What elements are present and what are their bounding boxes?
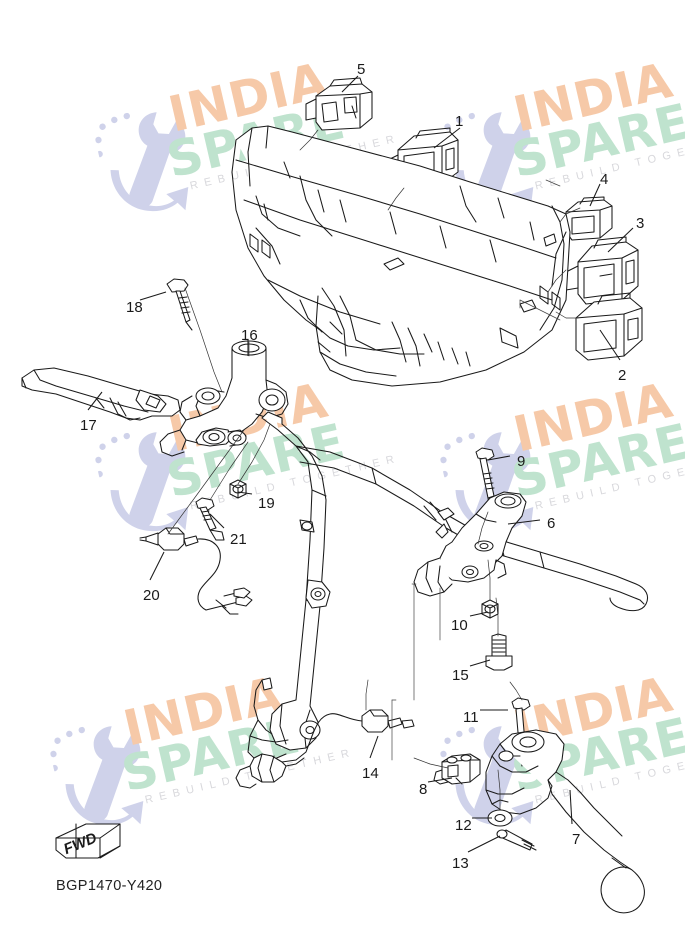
callout-leader-13 xyxy=(467,835,501,853)
callout-leader-10 xyxy=(469,611,489,617)
callout-number-10: 10 xyxy=(451,617,468,634)
callout-leader-18 xyxy=(139,291,167,301)
front-cowl-panel xyxy=(231,125,571,387)
callout-leader-15 xyxy=(469,659,491,667)
callout-number-9: 9 xyxy=(517,453,526,470)
callout-number-17: 17 xyxy=(80,417,97,434)
callout-number-1: 1 xyxy=(455,113,464,130)
callout-leader-5 xyxy=(341,75,359,93)
callout-leader-17 xyxy=(87,391,103,411)
callout-leader-14 xyxy=(369,735,379,759)
callout-leader-21 xyxy=(209,513,225,529)
callout-leader-20 xyxy=(149,551,165,581)
callout-leader-2 xyxy=(599,329,621,361)
callout-leader-1 xyxy=(433,127,461,149)
callout-number-3: 3 xyxy=(636,215,645,232)
steering-column xyxy=(247,411,331,761)
callout-number-14: 14 xyxy=(362,765,379,782)
part-4-connector xyxy=(557,196,613,241)
wrench-arrow-logo xyxy=(46,713,167,844)
part-20-brake-switch xyxy=(139,527,253,615)
wrench-arrow-logo-svg xyxy=(50,726,144,826)
part-18-bolt xyxy=(166,278,193,331)
part-13-split-pin xyxy=(496,829,537,851)
callout-leader-6 xyxy=(507,519,541,525)
part-8-clamp xyxy=(433,753,481,785)
callout-number-18: 18 xyxy=(126,299,143,316)
callout-number-15: 15 xyxy=(452,667,469,684)
part-6-lever-bracket xyxy=(413,491,527,597)
callout-leader-9 xyxy=(487,455,511,461)
part-15-bolt xyxy=(485,633,513,671)
callout-number-19: 19 xyxy=(258,495,275,512)
callout-number-21: 21 xyxy=(230,531,247,548)
callout-number-20: 20 xyxy=(143,587,160,604)
callout-number-7: 7 xyxy=(572,831,581,848)
diagram-code: BGP1470-Y420 xyxy=(56,878,163,894)
callout-number-5: 5 xyxy=(357,61,366,78)
callout-number-12: 12 xyxy=(455,817,472,834)
callout-number-16: 16 xyxy=(241,327,258,344)
callout-leader-4 xyxy=(589,183,601,207)
fwd-direction-marker xyxy=(55,823,121,859)
wrench-arrow-logo-svg xyxy=(95,112,189,212)
callout-number-11: 11 xyxy=(463,709,479,726)
wrench-arrow-logo xyxy=(91,99,212,230)
callout-number-13: 13 xyxy=(452,855,469,872)
part-2-switch xyxy=(575,292,643,361)
part-3-switch xyxy=(565,236,639,305)
part-14-brake-switch xyxy=(235,709,415,789)
part-19-nut xyxy=(229,479,247,499)
callout-leader-3 xyxy=(607,227,634,253)
callout-number-4: 4 xyxy=(600,171,609,188)
callout-leader-8 xyxy=(427,777,453,783)
callout-number-2: 2 xyxy=(618,367,627,384)
callout-leader-19 xyxy=(237,491,253,495)
part-9-bolt xyxy=(475,447,495,513)
callout-leader-7 xyxy=(569,789,573,825)
part-21-bolt xyxy=(195,497,225,541)
part-10-nut xyxy=(481,599,499,619)
callout-number-6: 6 xyxy=(547,515,556,532)
callout-number-8: 8 xyxy=(419,781,428,798)
part-5-switch xyxy=(305,77,373,131)
part-16-master-cylinder xyxy=(159,340,289,457)
